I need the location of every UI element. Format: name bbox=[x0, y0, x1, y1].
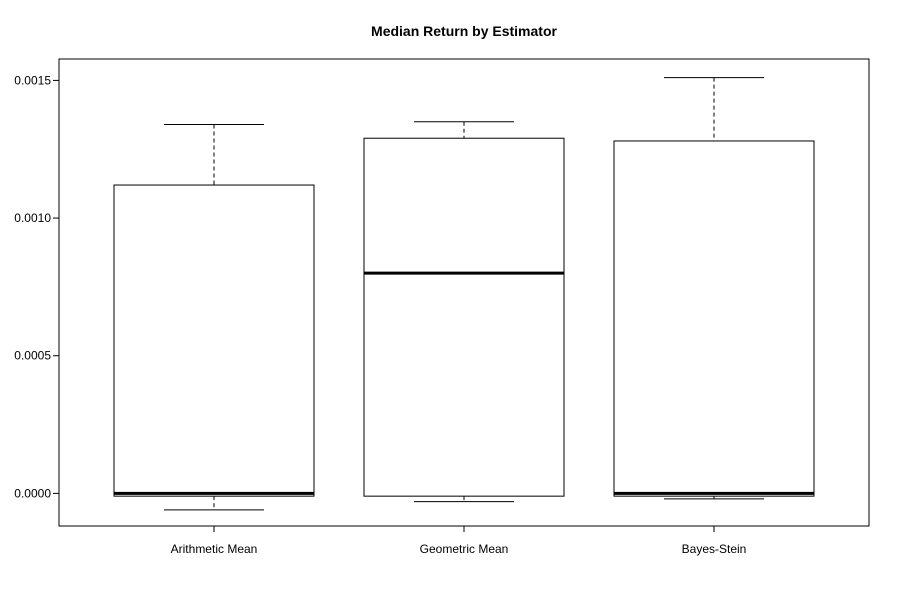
x-tick-label: Arithmetic Mean bbox=[171, 542, 258, 556]
box-series bbox=[113, 77, 815, 511]
iqr-box bbox=[113, 184, 315, 497]
iqr-box bbox=[613, 140, 815, 497]
y-tick-label: 0.0005 bbox=[14, 349, 51, 363]
box-2 bbox=[363, 121, 565, 503]
x-tick-label: Bayes-Stein bbox=[682, 542, 747, 556]
y-axis: 0.0000 0.0005 0.0010 0.0015 bbox=[14, 73, 59, 500]
x-axis: Arithmetic Mean Geometric Mean Bayes-Stein bbox=[171, 526, 747, 556]
y-tick-label: 0.0010 bbox=[14, 211, 51, 225]
box-1 bbox=[113, 123, 315, 511]
x-tick-label: Geometric Mean bbox=[420, 542, 509, 556]
box-3 bbox=[613, 77, 815, 500]
chart-title: Median Return by Estimator bbox=[371, 23, 557, 39]
iqr-box bbox=[363, 137, 565, 497]
y-tick-label: 0.0015 bbox=[14, 73, 51, 87]
y-tick-label: 0.0000 bbox=[14, 486, 51, 500]
